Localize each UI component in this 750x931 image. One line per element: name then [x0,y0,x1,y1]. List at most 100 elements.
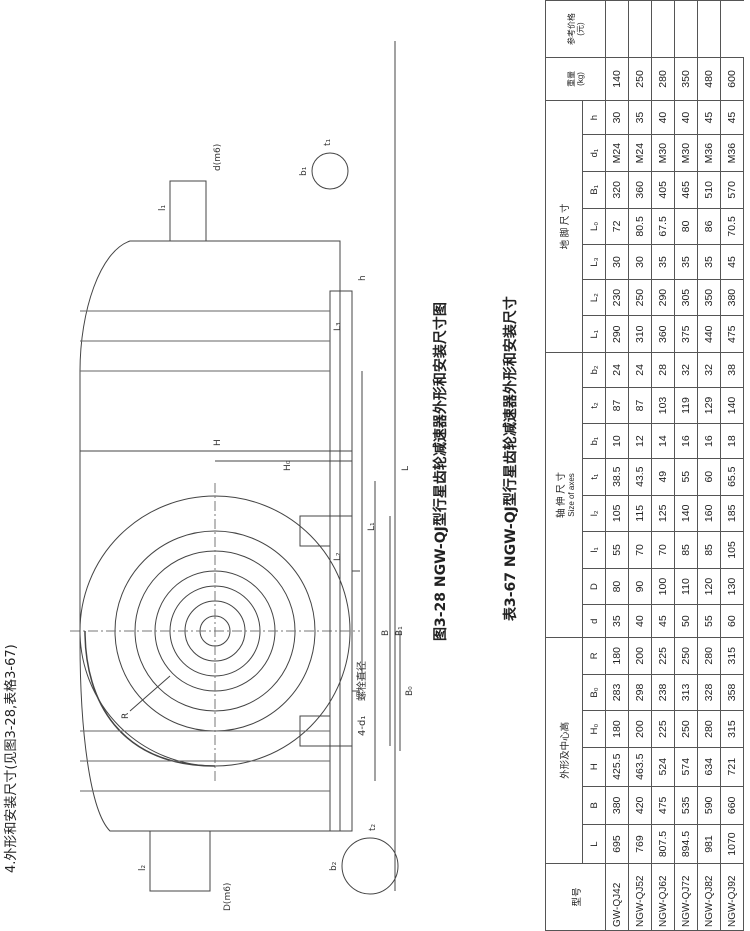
cell-value: 463.5 [628,747,652,787]
cell-value: 298 [628,674,652,711]
cell-value: 305 [674,279,698,316]
cell-value: 14 [651,423,675,459]
cell-value: 30 [605,100,629,135]
cell-value: M30 [651,134,675,172]
cell-value: 140 [720,387,744,424]
cell-value: 85 [697,531,721,569]
cell-price [628,0,652,58]
table-column-header-row: L B H H₀ B₀ R d D l₁ l₂ t₁ b₁ t₂ b₂ L₁ L… [582,1,606,931]
cell-value: 45 [720,100,744,135]
cell-weight: 480 [697,57,721,101]
cell-value: 140 [674,495,698,532]
cell-value: 60 [720,604,744,638]
col-header: L₂ [582,279,606,316]
cell-value: 70 [651,531,675,569]
cell-value: 87 [628,387,652,424]
cell-value: 360 [651,315,675,353]
cell-value: 380 [720,279,744,316]
label-l1: l₁ [158,204,168,211]
cell-value: 315 [720,710,744,748]
cell-value: 35 [697,244,721,280]
label-bolt-count: 4-d₁ [357,716,368,736]
cell-value: 634 [697,747,721,787]
side-view [79,41,399,895]
col-header: b₁ [582,423,606,459]
cell-value: 45 [697,100,721,135]
cell-value: 769 [628,824,652,864]
cell-value: 125 [651,495,675,532]
label-t2: t₂ [368,823,378,831]
cell-value: 87 [605,387,629,424]
cell-weight: 350 [674,57,698,101]
col-header: t₂ [582,387,606,424]
cell-value: 40 [628,604,652,638]
cell-value: 38 [720,352,744,388]
header-shaft-en: Size of axes [566,473,576,517]
cell-value: 475 [720,315,744,353]
cell-value: 695 [605,824,629,864]
cell-value: 38.5 [605,458,629,496]
header-weight: 重量 (kg) [545,57,606,101]
cell-value: 250 [674,637,698,675]
dim-R [129,675,171,712]
header-weight-unit: (kg) [575,72,585,86]
cell-value: 130 [720,568,744,605]
cell-model: NGW-QJ62 [651,863,675,931]
cell-value: 290 [605,315,629,353]
cell-value: M24 [628,134,652,172]
pipe [84,630,216,767]
header-model: 型号 [545,863,606,931]
label-L2: L₂ [333,552,343,561]
cell-value: 280 [697,637,721,675]
output-shaft-section [341,837,399,895]
cell-value: 12 [628,423,652,459]
cell-value: 35 [651,244,675,280]
side-base [329,290,353,832]
cell-value: 440 [697,315,721,353]
foot-right [299,515,331,547]
cell-value: 18 [720,423,744,459]
cell-value: 360 [628,171,652,209]
col-header: B₁ [582,171,606,209]
output-shaft [149,830,211,892]
cell-value: 129 [697,387,721,424]
label-B0: B₀ [405,686,415,696]
col-header: L₃ [582,244,606,280]
cell-value: M24 [605,134,629,172]
cell-value: 375 [674,315,698,353]
cell-model: NGW-QJ72 [674,863,698,931]
cell-value: 283 [605,674,629,711]
cell-value: 90 [628,568,652,605]
label-D-m6: D(m6) [223,883,233,911]
cell-value: 45 [720,244,744,280]
header-price: 参考价格 (元) [545,0,606,58]
cell-value: 350 [697,279,721,316]
cell-value: 80.5 [628,208,652,245]
col-header: L [582,824,606,864]
cell-value: 32 [674,352,698,388]
cell-value: 425.5 [605,747,629,787]
col-header: l₂ [582,495,606,532]
cell-value: M36 [697,134,721,172]
cell-value: 85 [674,531,698,569]
input-shaft-section [311,152,349,190]
cell-value: 55 [674,458,698,496]
cell-value: M30 [674,134,698,172]
cell-value: 250 [674,710,698,748]
label-B: B [381,630,391,636]
cell-value: 290 [651,279,675,316]
cell-value: 405 [651,171,675,209]
cell-value: 103 [651,387,675,424]
cell-value: 328 [697,674,721,711]
table-group-header-row: 型号 外形及中心高 轴 伸 尺 寸 Size of axes 地 脚 尺 寸 重… [545,0,606,931]
cell-weight: 140 [605,57,629,101]
col-header: H [582,747,606,787]
cell-value: 60 [697,458,721,496]
label-d-m6: d(m6) [213,144,223,171]
cell-weight: 600 [720,57,744,101]
cell-value: 320 [605,171,629,209]
col-header: B [582,786,606,825]
